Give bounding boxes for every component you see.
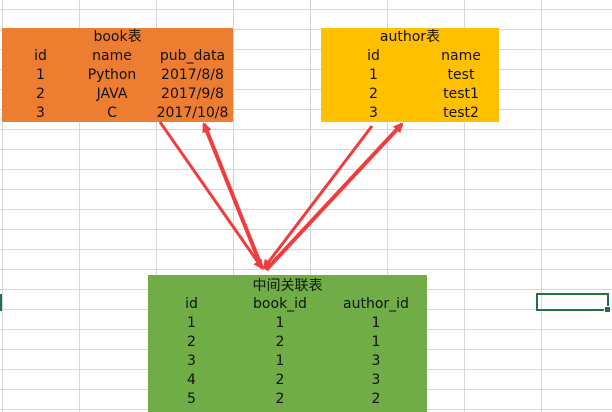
table-row: 1 test xyxy=(321,66,499,85)
table-row: 3 1 3 xyxy=(148,352,427,371)
author-table[interactable]: author表 id name 1 test 2 test1 3 test2 xyxy=(321,28,499,122)
table-cell[interactable]: JAVA xyxy=(96,86,128,102)
table-cell[interactable]: 2 xyxy=(187,334,196,350)
author-table-title: author表 xyxy=(379,29,441,45)
table-cell[interactable]: test xyxy=(447,67,475,83)
header-cell[interactable]: id xyxy=(185,296,198,312)
table-cell[interactable]: 3 xyxy=(371,372,381,388)
table-cell[interactable]: 1 xyxy=(371,315,381,331)
table-cell[interactable]: C xyxy=(107,105,117,121)
header-cell[interactable]: book_id xyxy=(253,296,307,312)
table-cell[interactable]: 1 xyxy=(371,334,381,350)
table-cell[interactable]: 1 xyxy=(275,315,285,331)
header-cell[interactable]: id xyxy=(367,48,380,64)
author-table-header-row: id name xyxy=(321,47,499,66)
table-cell[interactable]: 2 xyxy=(275,391,285,407)
table-row: 2 test1 xyxy=(321,85,499,104)
table-cell[interactable]: 4 xyxy=(187,372,196,388)
table-cell[interactable]: 1 xyxy=(187,315,196,331)
table-cell[interactable]: 2017/10/8 xyxy=(156,105,229,121)
table-row: 3 C 2017/10/8 xyxy=(2,104,233,123)
table-cell[interactable]: 3 xyxy=(369,105,378,121)
table-cell[interactable]: test1 xyxy=(443,86,479,102)
table-cell[interactable]: 2 xyxy=(275,334,285,350)
table-row: 1 1 1 xyxy=(148,314,427,333)
table-cell[interactable]: 1 xyxy=(36,67,45,83)
arrow-join-to-book xyxy=(202,122,264,269)
table-row: 1 Python 2017/8/8 xyxy=(2,66,233,85)
table-cell[interactable]: 3 xyxy=(36,105,45,121)
join-table[interactable]: 中间关联表 id book_id author_id 1 1 1 2 2 1 3… xyxy=(148,275,427,412)
table-row: 2 2 1 xyxy=(148,333,427,352)
table-cell[interactable]: 2 xyxy=(371,391,381,407)
header-cell[interactable]: author_id xyxy=(343,296,409,312)
header-cell[interactable]: name xyxy=(441,48,481,64)
table-cell[interactable]: Python xyxy=(87,67,137,83)
header-cell[interactable]: id xyxy=(34,48,47,64)
table-cell[interactable]: test2 xyxy=(443,105,479,121)
join-table-header-row: id book_id author_id xyxy=(148,295,427,314)
table-row: 2 JAVA 2017/9/8 xyxy=(2,85,233,104)
table-row: 5 2 2 xyxy=(148,390,427,409)
fill-handle[interactable] xyxy=(604,306,611,313)
header-cell[interactable]: name xyxy=(92,48,132,64)
join-table-title: 中间关联表 xyxy=(252,278,323,294)
arrow-author-to-join xyxy=(262,125,374,270)
table-row: 3 test2 xyxy=(321,104,499,123)
table-cell[interactable]: 2 xyxy=(36,86,45,102)
table-cell[interactable]: 2017/9/8 xyxy=(161,86,224,102)
arrow-book-to-join xyxy=(158,121,264,270)
table-cell[interactable]: 5 xyxy=(187,391,196,407)
table-cell[interactable]: 2017/8/8 xyxy=(161,67,224,83)
selected-cell[interactable] xyxy=(536,293,611,313)
arrow-join-to-author xyxy=(264,122,404,272)
table-cell[interactable]: 1 xyxy=(369,67,378,83)
header-cell[interactable]: pub_data xyxy=(159,48,226,64)
table-cell[interactable]: 3 xyxy=(187,353,196,369)
table-cell[interactable]: 3 xyxy=(371,353,381,369)
table-cell[interactable]: 2 xyxy=(369,86,378,102)
table-cell[interactable]: 2 xyxy=(275,372,285,388)
book-table-title: book表 xyxy=(93,29,142,45)
table-row: 4 2 3 xyxy=(148,371,427,390)
book-table[interactable]: book表 id name pub_data 1 Python 2017/8/8… xyxy=(2,28,233,122)
row-indicator xyxy=(0,294,2,311)
book-table-header-row: id name pub_data xyxy=(2,47,233,66)
table-cell[interactable]: 1 xyxy=(275,353,285,369)
